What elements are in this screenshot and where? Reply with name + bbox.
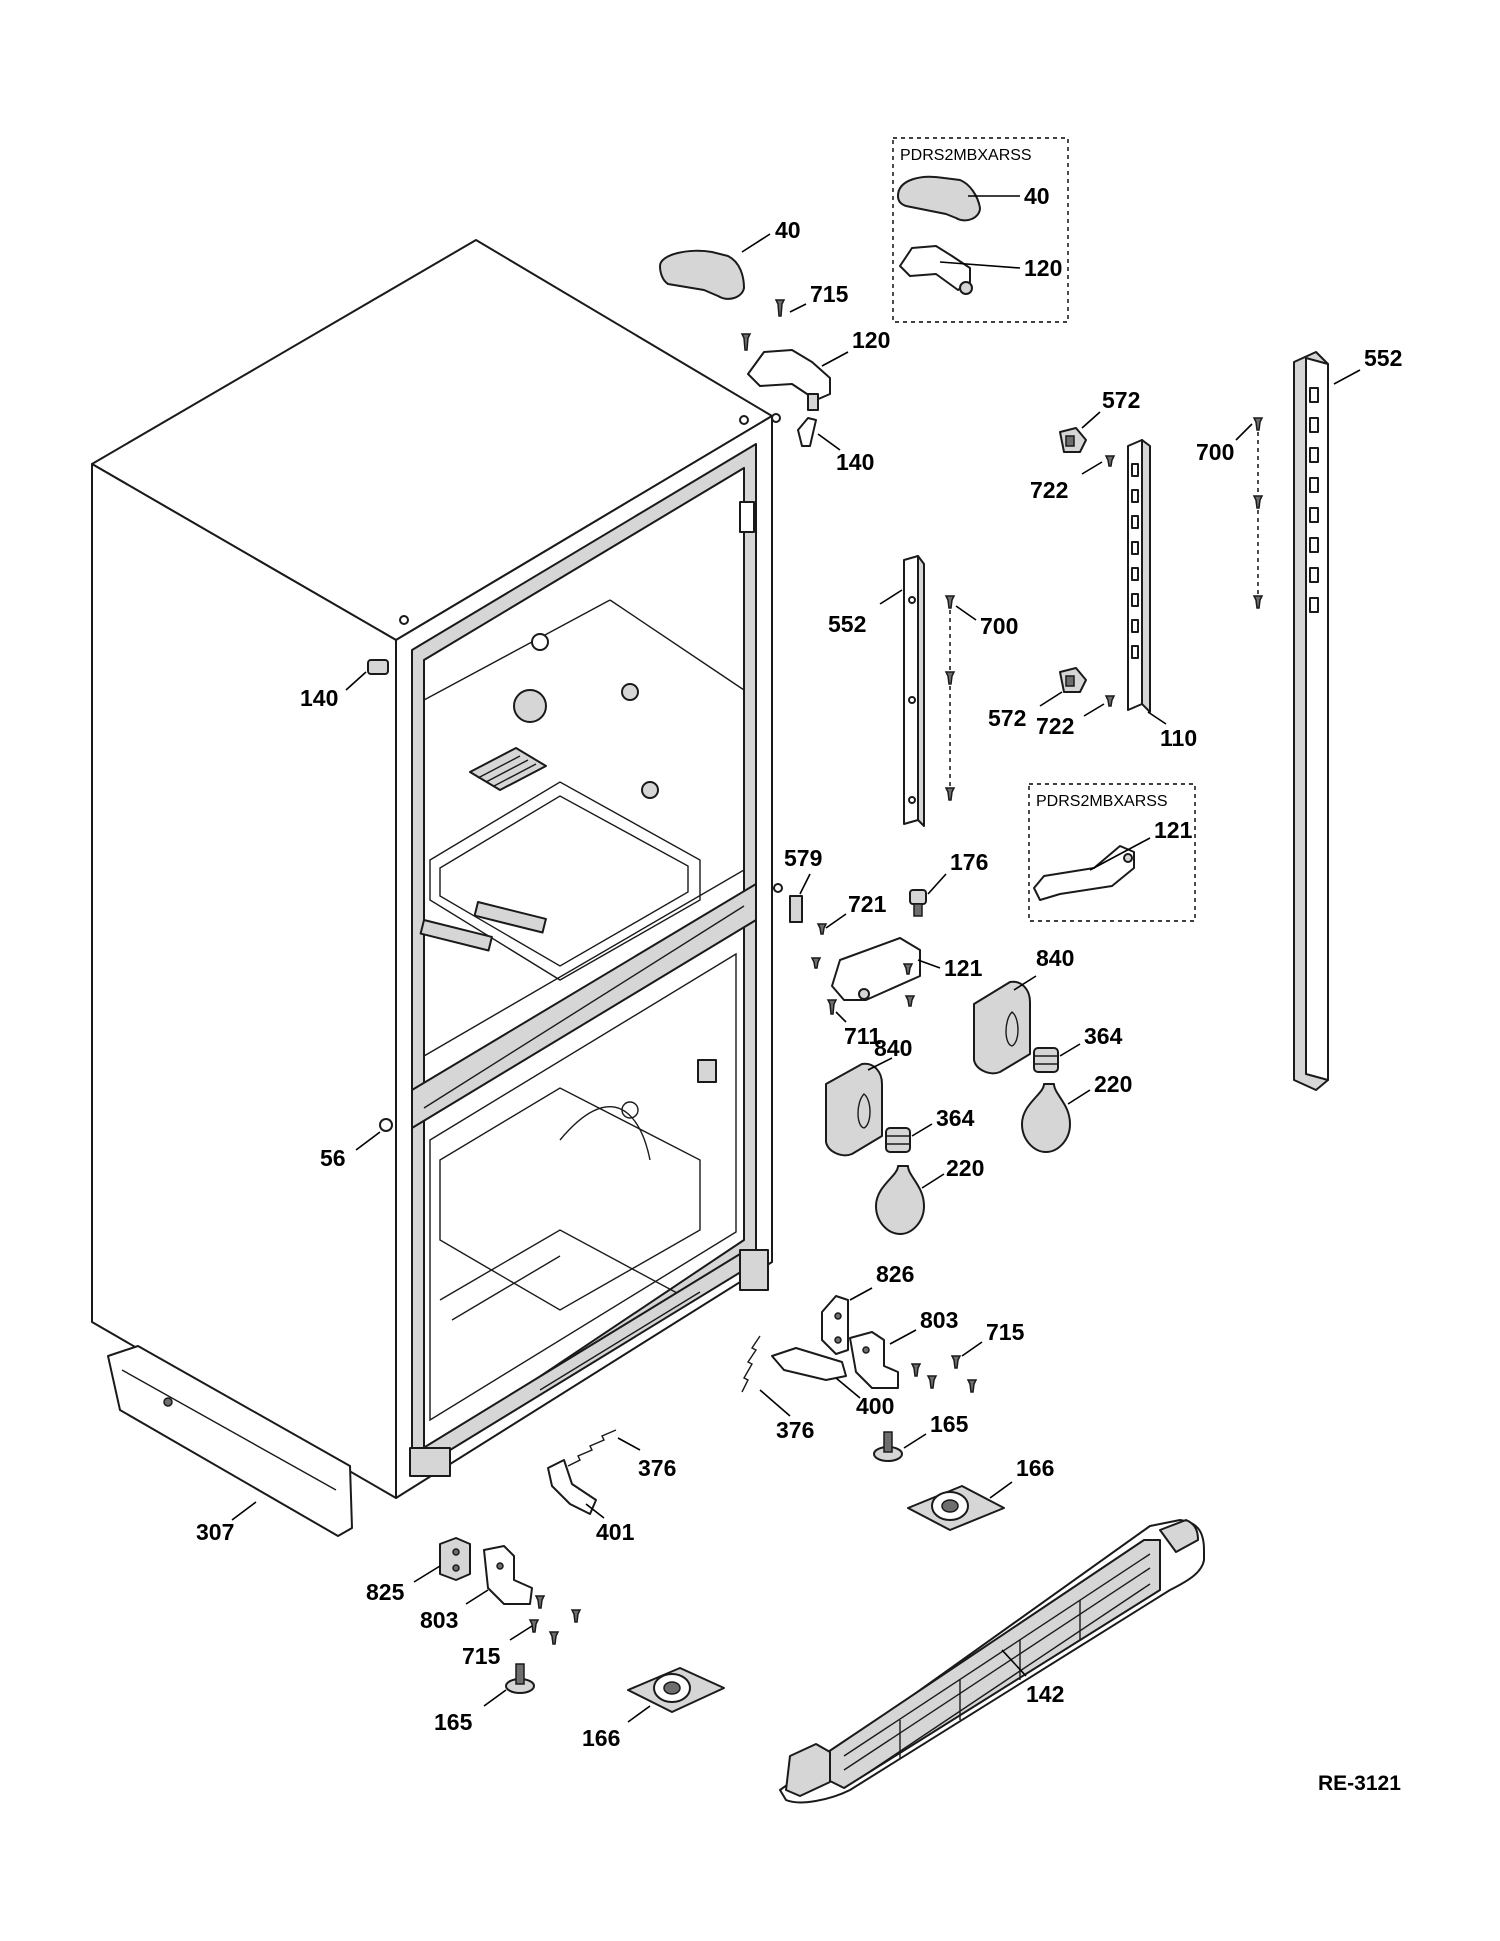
callout-401: 401 [596,1519,635,1545]
shelf-rail-right-552: 552 [1293,345,1402,1091]
callout-700-left: 700 [980,613,1018,639]
callout-56: 56 [320,1145,346,1171]
callout-552-right: 552 [1364,345,1402,371]
door-stop-left: 140 [300,659,389,711]
callout-400: 400 [856,1393,894,1419]
callout-803-left: 803 [420,1607,458,1633]
callout-121-box: 121 [1154,817,1193,843]
callout-307: 307 [196,1519,234,1545]
light-assembly-left: 840 364 220 [825,1035,984,1235]
callout-166-left: 166 [582,1725,620,1751]
callout-572-lower: 572 [988,705,1026,731]
lower-hinge-right: 826 803 715 [821,1261,1025,1393]
callout-722-upper: 722 [1030,477,1068,503]
callout-840-right: 840 [1036,945,1074,971]
callout-121: 121 [944,955,983,981]
refrigerator-cabinet [91,239,783,1499]
model-box-mid: PDRS2MBXARSS 121 [1028,783,1196,922]
callout-120: 120 [852,327,890,353]
shelf-support-572-lower: 572 722 [988,667,1116,739]
callout-364-right: 364 [1084,1023,1123,1049]
callout-722-lower: 722 [1036,713,1074,739]
light-assembly-right: 840 364 220 [973,945,1132,1153]
callout-140-top: 140 [836,449,874,475]
callout-803-right: 803 [920,1307,958,1333]
leveler-165-right: 165 [873,1411,969,1462]
callout-166-right: 166 [1016,1455,1054,1481]
spring-arm-left: 376 401 [547,1429,676,1545]
callout-165-right: 165 [930,1411,969,1437]
callout-721: 721 [848,891,887,917]
base-grille-142: 142 [779,1519,1205,1804]
shelf-rail-left-552: 552 [828,555,925,827]
callout-700-right: 700 [1196,439,1234,465]
callout-552-left: 552 [828,611,866,637]
callout-220-left: 220 [946,1155,984,1181]
callout-120-box: 120 [1024,255,1062,281]
shelf-support-572-upper: 572 722 [1030,387,1140,503]
callout-826: 826 [876,1261,914,1287]
callout-715-right: 715 [986,1319,1025,1345]
part-56: 56 [320,1131,381,1171]
shelf-rail-110: 110 [1127,439,1197,751]
callout-142: 142 [1026,1681,1064,1707]
toe-grille-307: 307 [107,1345,353,1545]
callout-825: 825 [366,1579,405,1605]
light-bracket-assembly: 176 721 121 711 [810,849,988,1049]
part-579: 579 [784,845,822,923]
screws-700-right: 700 [1196,417,1264,609]
callout-220-right: 220 [1094,1071,1132,1097]
callout-40-box: 40 [1024,183,1050,209]
callout-376-right: 376 [776,1417,814,1443]
roller-166-right: 166 [907,1455,1054,1531]
callout-376-left: 376 [638,1455,676,1481]
screws-700-left: 700 [944,595,1018,801]
callout-572-upper: 572 [1102,387,1140,413]
model-box-top-label: PDRS2MBXARSS [900,147,1032,164]
callout-40: 40 [775,217,801,243]
hinge-825-803-left: 825 803 715 [366,1537,582,1669]
model-box-mid-label: PDRS2MBXARSS [1036,793,1168,810]
rail-slots [1309,387,1319,613]
reference-code: RE-3121 [1318,1772,1401,1795]
spring-arm-right: 376 400 [741,1335,894,1443]
callout-140-left: 140 [300,685,338,711]
callout-715-top: 715 [810,281,849,307]
top-hinge-parts: 40 715 120 140 [659,217,890,475]
roller-166-left: 166 [582,1667,725,1751]
callout-165-left: 165 [434,1709,473,1735]
leveler-165-left: 165 [434,1663,535,1735]
callout-840-left: 840 [874,1035,912,1061]
callout-176: 176 [950,849,988,875]
callout-110: 110 [1160,725,1197,751]
model-box-top: PDRS2MBXARSS 40 120 [892,137,1069,323]
callout-579: 579 [784,845,822,871]
callout-711: 711 [844,1023,881,1049]
callout-715-left: 715 [462,1643,501,1669]
callout-364-left: 364 [936,1105,975,1131]
